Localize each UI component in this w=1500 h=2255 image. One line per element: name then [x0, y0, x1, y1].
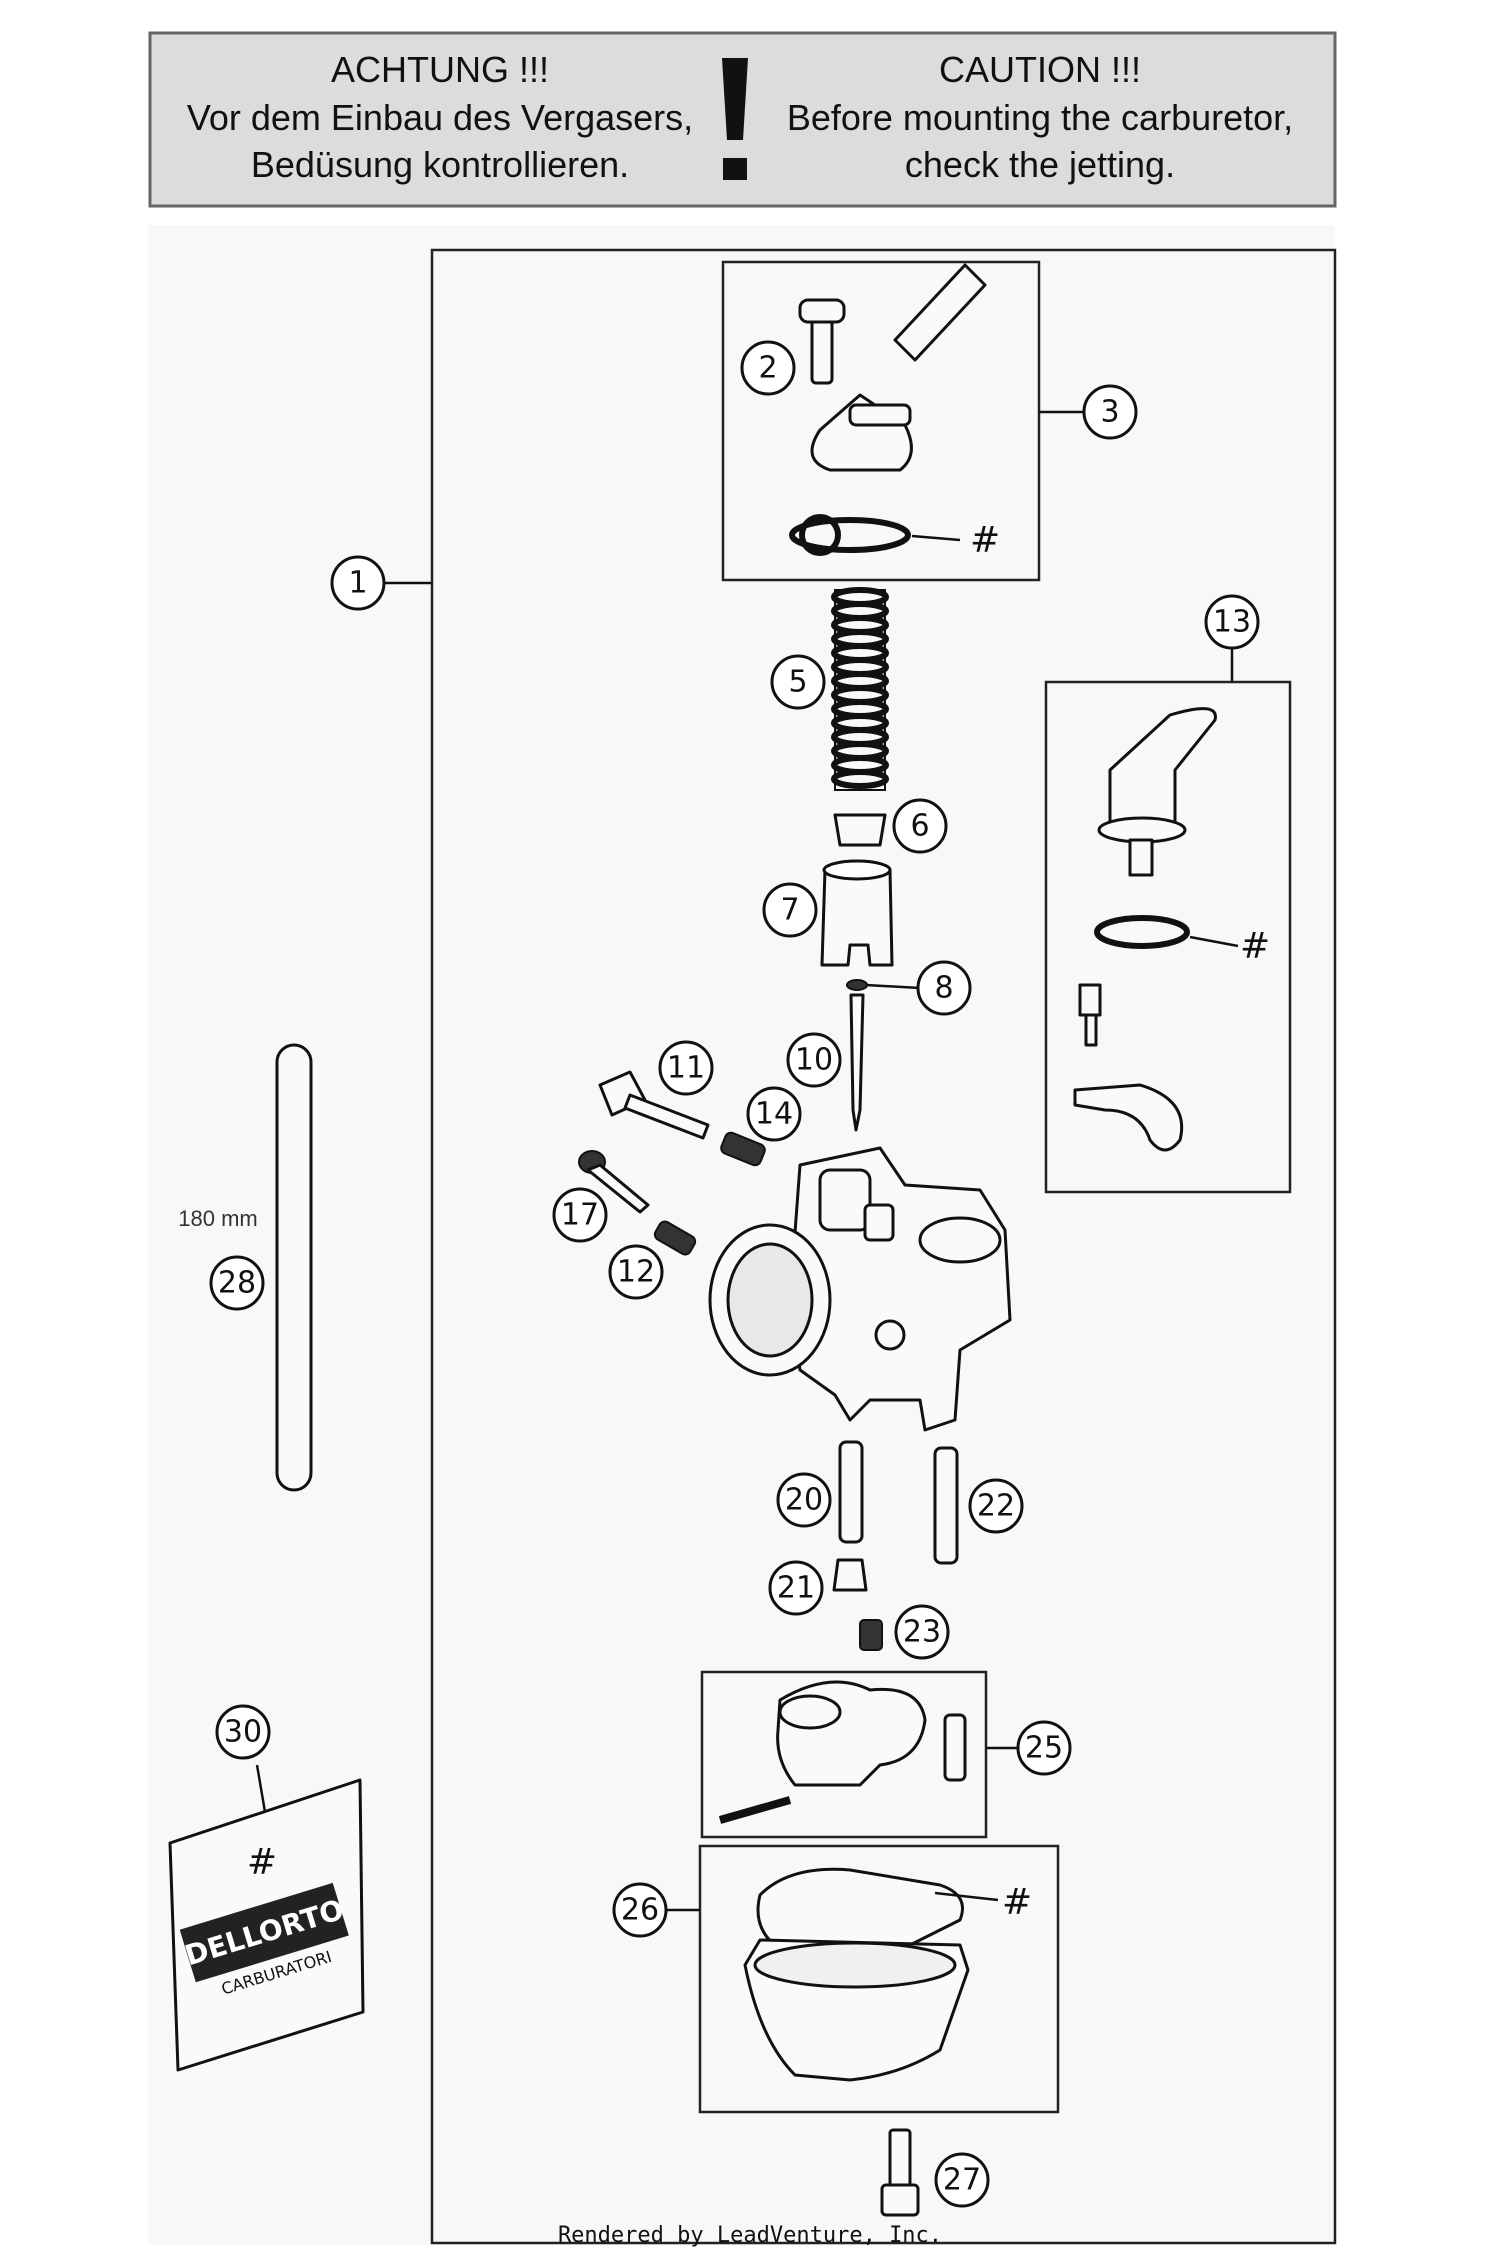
fuel-hose-part: 180 mm	[178, 1043, 313, 1492]
svg-text:13: 13	[1213, 605, 1251, 640]
callout-21: 21	[768, 1560, 824, 1616]
callout-20: 20	[776, 1472, 832, 1528]
svg-text:14: 14	[755, 1097, 793, 1132]
callout-1: 1	[330, 555, 386, 611]
jet-kit-bag-part: # DELLORTO CARBURATORI	[168, 1778, 365, 2072]
svg-text:2: 2	[758, 351, 777, 386]
warning-en-line2: check the jetting.	[905, 144, 1175, 185]
svg-text:10: 10	[795, 1043, 833, 1078]
warning-en-title: CAUTION !!!	[939, 49, 1141, 90]
spring-coil	[831, 769, 889, 789]
needle-clip-part	[846, 979, 868, 991]
warning-de-line2: Bedüsung kontrollieren.	[251, 144, 629, 185]
callout-10: 10	[786, 1032, 842, 1088]
callout-7: 7	[762, 882, 818, 938]
air-spring-part	[653, 1220, 697, 1256]
hash-mark-gasket: #	[970, 520, 1000, 561]
needle-retainer-part	[833, 813, 887, 847]
svg-text:23: 23	[903, 1615, 941, 1650]
svg-text:12: 12	[617, 1255, 655, 1290]
svg-text:1: 1	[348, 566, 367, 601]
callout-8: 8	[916, 960, 972, 1016]
svg-text:27: 27	[943, 2163, 981, 2198]
callout-26: 26	[612, 1882, 668, 1938]
callout-27: 27	[934, 2152, 990, 2208]
jet-needle-part	[849, 993, 865, 1132]
choke-box	[1044, 680, 1292, 1194]
svg-text:8: 8	[934, 971, 953, 1006]
callout-28: 28	[209, 1255, 265, 1311]
svg-text:17: 17	[561, 1198, 599, 1233]
bowl-screw-part	[880, 2128, 920, 2217]
hash-mark-bowl-gasket: #	[1002, 1882, 1032, 1923]
callout-30: 30	[215, 1704, 271, 1760]
callout-12: 12	[608, 1244, 664, 1300]
tube-length-label: 180 mm	[178, 1206, 257, 1231]
svg-text:25: 25	[1025, 1731, 1063, 1766]
callout-14: 14	[746, 1086, 802, 1142]
air-screw-part	[578, 1150, 650, 1214]
throttle-cap-part	[789, 263, 987, 556]
idle-spring-part	[720, 1131, 766, 1167]
float-bowl-box	[698, 1844, 1060, 2114]
svg-text:21: 21	[777, 1571, 815, 1606]
callout-25: 25	[1016, 1720, 1072, 1776]
throttle-cap-box	[721, 260, 1041, 582]
svg-text:3: 3	[1100, 395, 1119, 430]
leader-lines	[255, 410, 1239, 1912]
spring-part	[831, 587, 889, 791]
svg-text:30: 30	[224, 1715, 262, 1750]
footer-credit: Rendered by LeadVenture, Inc.	[558, 2223, 942, 2248]
warning-banner: ACHTUNG !!! Vor dem Einbau des Vergasers…	[148, 31, 1337, 208]
callout-23: 23	[894, 1604, 950, 1660]
float-bowl-part	[743, 1867, 970, 2082]
jet-holder-part	[832, 1558, 868, 1592]
svg-text:7: 7	[780, 893, 799, 928]
float-part	[718, 1680, 967, 1824]
float-box	[700, 1670, 988, 1839]
svg-text:11: 11	[667, 1051, 705, 1086]
choke-lever-part	[1073, 707, 1217, 1152]
callout-3: 3	[1082, 384, 1138, 440]
callout-2: 2	[740, 340, 796, 396]
svg-text:28: 28	[218, 1266, 256, 1301]
bag-hash-label: #	[247, 1842, 277, 1883]
callout-13: 13	[1204, 594, 1260, 650]
slide-top	[822, 859, 892, 881]
warning-de-line1: Vor dem Einbau des Vergasers,	[187, 97, 693, 138]
callout-6: 6	[892, 798, 948, 854]
callout-17: 17	[552, 1187, 608, 1243]
svg-text:20: 20	[785, 1483, 823, 1518]
callout-5: 5	[770, 654, 826, 710]
warning-en-line1: Before mounting the carburetor,	[787, 97, 1293, 138]
callout-11: 11	[658, 1040, 714, 1096]
svg-text:5: 5	[788, 665, 807, 700]
svg-text:22: 22	[977, 1489, 1015, 1524]
carburetor-body-part	[708, 1146, 1012, 1432]
exclamation-icon	[722, 58, 748, 180]
idle-jet-part	[933, 1446, 959, 1565]
warning-de-title: ACHTUNG !!!	[331, 49, 549, 90]
callout-22: 22	[968, 1478, 1024, 1534]
svg-text:26: 26	[621, 1893, 659, 1928]
idle-screw-part	[598, 1070, 710, 1140]
hash-mark-choke-washer: #	[1240, 926, 1270, 967]
main-jet-part	[859, 1619, 883, 1651]
main-jet-holder-part	[838, 1440, 864, 1544]
throttle-slide-part	[820, 868, 894, 967]
assembly-frame	[430, 248, 1337, 2245]
svg-text:6: 6	[910, 809, 929, 844]
